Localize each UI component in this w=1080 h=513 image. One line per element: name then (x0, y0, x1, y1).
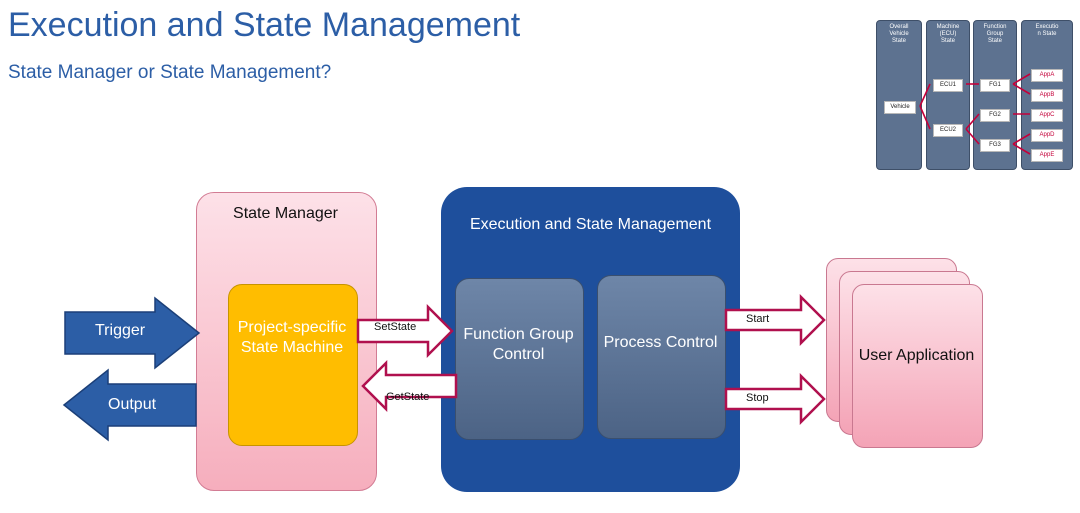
mini-box-appe: AppE (1031, 149, 1063, 162)
mini-box-appd: AppD (1031, 129, 1063, 142)
state-machine-label: Project-specific State Machine (237, 319, 347, 356)
process-control-box (597, 275, 726, 439)
mini-column-header: Machine (ECU) State (936, 24, 960, 44)
slide-title: Execution and State Management (8, 6, 521, 44)
mini-box-vehicle: Vehicle (884, 101, 916, 114)
trigger-arrow (64, 296, 201, 370)
mini-box-ecu2: ECU2 (933, 124, 963, 137)
mini-box-fg3: FG3 (980, 139, 1010, 152)
mini-connector-fg1-apps (1012, 73, 1031, 95)
mini-connectors (919, 73, 1031, 155)
setstate-arrow (356, 303, 454, 359)
mini-box-fg2: FG2 (980, 109, 1010, 122)
mini-state-diagram: Overall Vehicle State Vehicle Machine (E… (876, 0, 1076, 170)
state-manager-title: State Manager (233, 205, 338, 222)
stop-arrow (724, 372, 826, 426)
stop-label: Stop (746, 392, 769, 404)
mini-connector-ecu2-fgs (965, 113, 980, 145)
output-label: Output (108, 396, 157, 413)
slide-subtitle: State Manager or State Management? (8, 62, 332, 83)
mini-box-appc: AppC (1031, 109, 1063, 122)
process-control-label: Process Control (603, 334, 718, 351)
trigger-label: Trigger (95, 322, 146, 339)
user-application-card-front (852, 284, 983, 448)
mini-column-header: Function Group State (983, 24, 1007, 44)
mini-connector-vehicle-ecu (919, 83, 931, 130)
getstate-arrow (361, 359, 458, 413)
getstate-label: GetState (386, 391, 430, 403)
mini-connector-fg3-apps (1012, 133, 1031, 155)
esm-title: Execution and State Management (469, 216, 712, 233)
mini-column-header: Executio n State (1035, 24, 1059, 37)
mini-column-header: Overall Vehicle State (889, 24, 909, 44)
mini-column-machine: Machine (ECU) State ECU1 ECU2 (926, 20, 970, 170)
mini-box-appb: AppB (1031, 89, 1063, 102)
mini-column-execution: Executio n State AppA AppB AppC AppD App… (1021, 20, 1073, 170)
start-arrow (724, 293, 826, 347)
mini-column-function-group: Function Group State FG1 FG2 FG3 (973, 20, 1017, 170)
mini-box-appa: AppA (1031, 69, 1063, 82)
function-group-control-box (455, 278, 584, 440)
mini-box-ecu1: ECU1 (933, 79, 963, 92)
mini-box-fg1: FG1 (980, 79, 1010, 92)
mini-column-vehicle: Overall Vehicle State Vehicle (876, 20, 922, 170)
user-application-label: User Application (858, 347, 975, 364)
output-arrow (62, 368, 197, 442)
start-label: Start (746, 313, 770, 325)
state-machine-box (228, 284, 358, 446)
setstate-label: SetState (374, 321, 417, 333)
function-group-control-label: Function Group Control (463, 326, 574, 363)
